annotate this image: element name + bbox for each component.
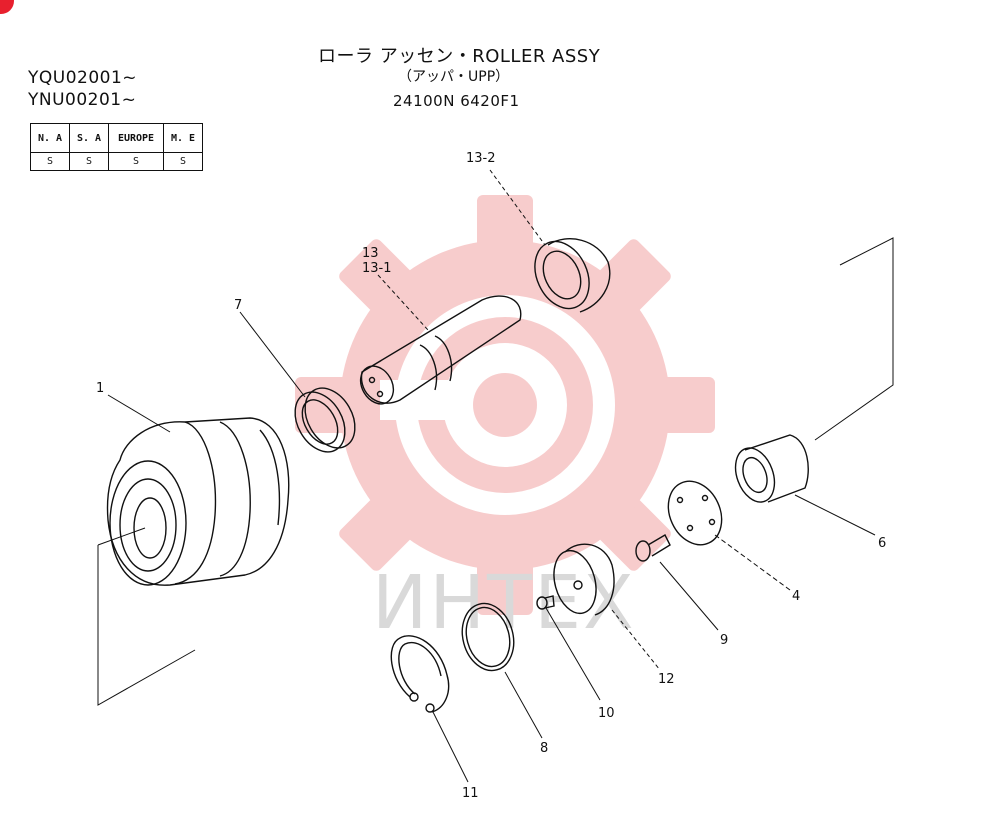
part-4-cover xyxy=(667,480,723,546)
region-value-europe: S xyxy=(108,152,164,171)
part-7-seal xyxy=(294,387,356,453)
callout-4: 4 xyxy=(792,589,800,604)
page-subtitle: （アッパ・UPP） xyxy=(398,69,510,85)
serial-range-1: YQU02001~ xyxy=(28,68,138,88)
serial-range-2: YNU00201~ xyxy=(28,90,137,110)
callout-13-1: 13-1 xyxy=(362,261,392,276)
callout-11: 11 xyxy=(462,786,479,801)
leader-lines xyxy=(97,169,894,783)
region-header-na: N. A xyxy=(30,123,70,153)
callout-7: 7 xyxy=(234,298,242,313)
watermark-gear-logo xyxy=(295,195,715,615)
callout-10: 10 xyxy=(598,706,615,721)
part-10-plug xyxy=(536,595,555,610)
callout-8: 8 xyxy=(540,741,548,756)
part-13-2-collar xyxy=(534,238,611,313)
region-header-sa: S. A xyxy=(69,123,109,153)
part-8-o-ring xyxy=(461,602,515,672)
callout-6: 6 xyxy=(878,536,886,551)
callout-13: 13 xyxy=(362,246,379,261)
callout-1: 1 xyxy=(96,381,104,396)
region-table: N. A S. A EUROPE M. E S S S S xyxy=(30,123,203,171)
region-header-me: M. E xyxy=(163,123,203,153)
part-12-cap xyxy=(553,543,615,616)
part-9-bolt xyxy=(635,534,671,562)
callout-13-2: 13-2 xyxy=(466,151,496,166)
assembly-part-number: 24100N 6420F1 xyxy=(393,92,520,110)
part-6-bushing xyxy=(734,434,809,503)
part-1-roller-body xyxy=(106,417,290,586)
callout-12: 12 xyxy=(658,672,675,687)
page-title: ローラ アッセン・ROLLER ASSY xyxy=(318,46,601,67)
callout-9: 9 xyxy=(720,633,728,648)
region-value-me: S xyxy=(163,152,203,171)
part-13-shaft xyxy=(359,295,522,405)
watermark-text: ИНТЕХ xyxy=(372,560,636,646)
part-11-snap-ring xyxy=(390,635,450,713)
